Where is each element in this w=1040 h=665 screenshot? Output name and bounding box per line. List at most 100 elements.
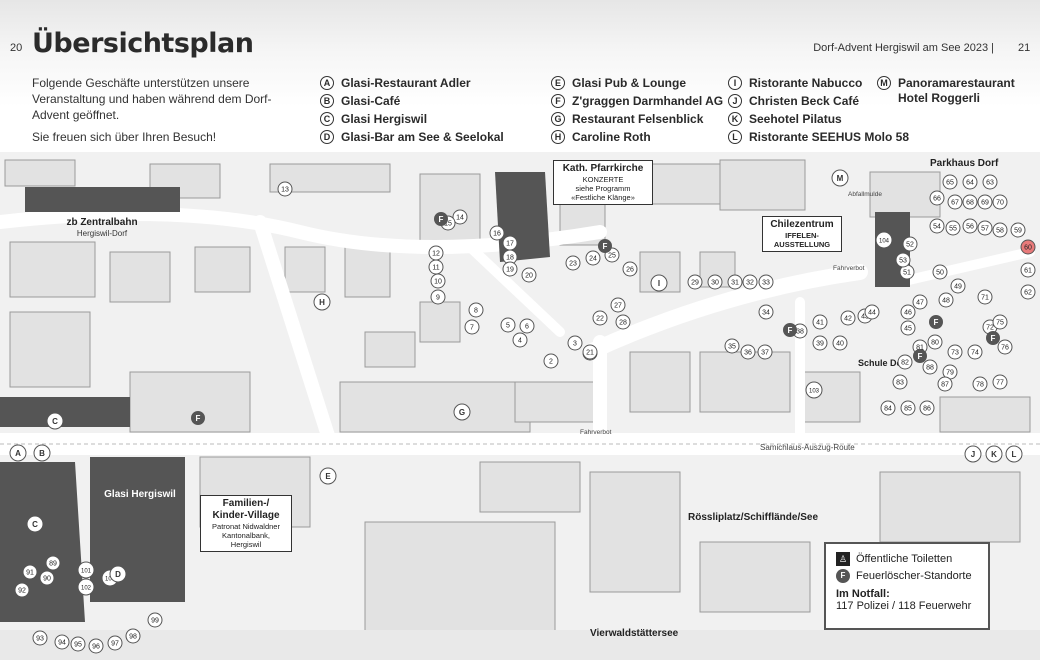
stand-marker-84 (880, 400, 896, 416)
legend-extinguisher: F Feuerlöscher-Standorte (836, 567, 978, 584)
kirche-label: Kath. Pfarrkirche KONZERTE siehe Program… (553, 160, 653, 205)
stand-number-62: 62 (1024, 290, 1032, 297)
building (514, 381, 596, 423)
letter-marker-icon (319, 467, 337, 485)
stand-number-91: 91 (26, 570, 34, 577)
stand-number-26: 26 (626, 267, 634, 274)
building (649, 163, 721, 205)
stand-number-74: 74 (971, 350, 979, 357)
stand-marker-80 (927, 334, 943, 350)
stand-number-19: 19 (506, 267, 514, 274)
stand-number-67: 67 (951, 200, 959, 207)
stand-number-29: 29 (691, 280, 699, 287)
stand-marker-65 (942, 174, 958, 190)
stand-number-32: 32 (746, 280, 754, 287)
legend-label: Glasi-Café (341, 94, 401, 108)
stand-number-40: 40 (836, 341, 844, 348)
letter-marker-icon: G (551, 112, 565, 126)
stand-number-64: 64 (966, 180, 974, 187)
stand-number-55: 55 (949, 226, 957, 233)
stand-number-41: 41 (816, 320, 824, 327)
stand-marker-73 (947, 344, 963, 360)
stand-marker-67 (947, 194, 963, 210)
letter-marker-icon: A (320, 76, 334, 90)
legend-toilets-label: Öffentliche Toiletten (856, 552, 953, 565)
stand-number-22: 22 (596, 316, 604, 323)
stand-marker-56 (962, 218, 978, 234)
kirche-title: Kath. Pfarrkirche (562, 163, 644, 174)
stand-marker-88 (922, 359, 938, 375)
path (465, 242, 565, 337)
familien-sub: Patronat Nidwaldner Kantonalbank, Hergis… (212, 522, 280, 549)
stand-marker-42 (840, 310, 856, 326)
page-number-left: 20 (10, 42, 23, 54)
letter-marker-text-C: C (52, 417, 58, 426)
stand-number-23: 23 (569, 261, 577, 268)
building (344, 246, 391, 298)
stand-marker-101 (77, 561, 95, 579)
chilezentrum-sub: IFFELEN-AUSSTELLUNG (773, 231, 831, 249)
stand-number-83: 83 (896, 380, 904, 387)
familien-title: Familien-/ Kinder-Village (212, 498, 280, 521)
legend-label: Seehotel Pilatus (749, 112, 842, 126)
stand-number-104: 104 (879, 239, 890, 245)
intro-paragraph: Sie freuen sich über Ihren Besuch! (32, 130, 217, 144)
building (879, 471, 1021, 543)
stand-marker-2 (543, 353, 559, 369)
letter-marker-icon: D (320, 130, 334, 144)
stand-marker-93 (32, 630, 48, 646)
familien-label: Familien-/ Kinder-Village Patronat Nidwa… (200, 495, 292, 552)
building (419, 301, 461, 343)
letter-marker-icon (1005, 445, 1023, 463)
stand-marker-28 (615, 314, 631, 330)
stand-number-102: 102 (81, 586, 92, 592)
stand-marker-16 (489, 225, 505, 241)
stand-number-66: 66 (933, 196, 941, 203)
toilet-icon: ♙ (836, 551, 850, 566)
letter-marker-icon: M (877, 76, 891, 90)
building (419, 173, 481, 245)
legend-label: Glasi Pub & Lounge (572, 76, 687, 90)
stand-number-57: 57 (981, 226, 989, 233)
fire-extinguisher-icon (913, 349, 927, 363)
stand-marker-47 (912, 294, 928, 310)
stand-number-52: 52 (906, 242, 914, 249)
site-map: zb Zentralbahn Hergiswil-Dorf Glasi Herg… (0, 152, 1040, 660)
chilezentrum-label: Chilezentrum IFFELEN-AUSSTELLUNG (762, 216, 842, 252)
stand-number-71: 71 (981, 295, 989, 302)
label-zentralbahn: zb Zentralbahn (66, 217, 137, 228)
stand-marker-66 (929, 190, 945, 206)
stand-marker-75 (992, 314, 1008, 330)
emergency-numbers: 117 Polizei / 118 Feuerwehr (836, 600, 972, 612)
stand-number-65: 65 (946, 180, 954, 187)
label-parkhaus: Parkhaus Dorf (930, 158, 999, 169)
letter-marker-icon (9, 444, 27, 462)
stand-marker-59 (1010, 222, 1026, 238)
stand-marker-92 (14, 582, 30, 598)
stand-marker-94 (54, 634, 70, 650)
fire-extinguisher-icon (434, 212, 448, 226)
stand-number-92: 92 (18, 588, 26, 595)
stand-number-39: 39 (816, 341, 824, 348)
stand-number-16: 16 (493, 231, 501, 238)
letter-marker-icon: I (728, 76, 742, 90)
stand-marker-46 (900, 304, 916, 320)
stand-marker-64 (962, 174, 978, 190)
letter-marker-text-F: F (934, 318, 939, 327)
building (284, 246, 326, 293)
building (194, 246, 251, 293)
stand-number-28: 28 (619, 320, 627, 327)
letter-marker-icon: C (320, 112, 334, 126)
stand-number-38: 38 (796, 329, 804, 336)
stand-number-21: 21 (586, 350, 594, 357)
stand-number-103: 103 (809, 389, 820, 395)
letter-marker-icon: F (551, 94, 565, 108)
stand-marker-68 (962, 194, 978, 210)
stand-marker-52 (902, 236, 918, 252)
stand-number-76: 76 (1001, 345, 1009, 352)
stand-number-100: 100 (105, 577, 116, 583)
